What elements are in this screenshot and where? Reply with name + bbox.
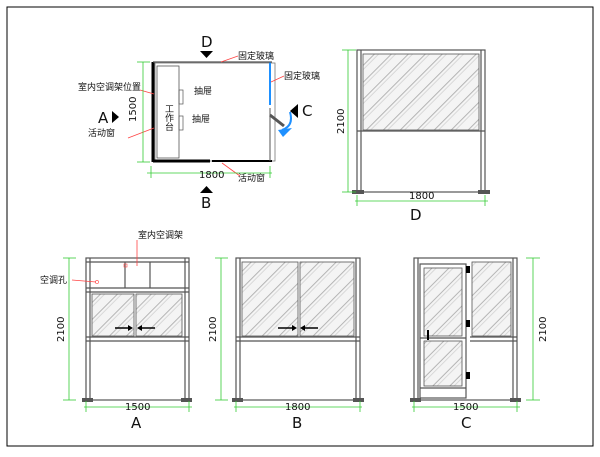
b-glass-r	[299, 261, 355, 337]
plan-door-swing	[281, 111, 292, 131]
leader-ac-hole	[71, 279, 97, 283]
b-outer-frame	[235, 257, 361, 401]
b-dim-height-text: 2100	[208, 317, 219, 342]
d-foot-l	[352, 190, 364, 194]
plan-workbench	[156, 65, 180, 159]
a-dim-width-text: 1500	[125, 402, 150, 413]
label-fixed-glass-2: 固定玻璃	[284, 70, 320, 82]
label-drawer-2: 抽屉	[192, 113, 210, 125]
view-marker-d: D	[201, 33, 213, 51]
sheet-border	[6, 6, 594, 447]
a-foot-l	[82, 398, 93, 402]
a-window-glass-l	[91, 293, 135, 337]
view-marker-c: C	[302, 102, 312, 120]
c-foot-l	[410, 398, 421, 402]
c-hinge-mid	[466, 320, 470, 327]
view-arrow-c	[290, 104, 298, 118]
label-drawer-1: 抽屉	[194, 85, 212, 97]
c-door-frame	[419, 263, 467, 399]
a-dim-height-text: 2100	[56, 317, 67, 342]
label-sliding-window-2: 活动窗	[238, 172, 265, 184]
c-dim-height-text: 2100	[538, 317, 549, 342]
a-foot-r	[181, 398, 192, 402]
c-title: C	[461, 414, 471, 432]
elevation-b: 1800 2100 B	[208, 257, 364, 432]
b-dim-width-text: 1800	[285, 402, 310, 413]
a-outer-frame	[85, 257, 190, 401]
c-dim-width-text: 1500	[453, 402, 478, 413]
label-ac-hole: 空调孔	[40, 274, 67, 286]
a-window-glass-r	[135, 293, 183, 337]
c-hinge-bottom	[466, 372, 470, 379]
a-ac-hole-marker	[95, 280, 99, 284]
view-marker-b: B	[201, 194, 211, 212]
leader-ac-position	[139, 89, 155, 95]
c-foot-r	[510, 398, 521, 402]
label-sliding-window-1: 活动窗	[88, 127, 115, 139]
d-dim-height-text: 2100	[336, 109, 347, 134]
label-fixed-glass-1: 固定玻璃	[238, 50, 274, 62]
elevation-a: 室内空调架 空调孔 1500 2100 A	[40, 229, 192, 432]
plan-view: 固定玻璃 固定玻璃 室内空调架位置 工作台 抽屉 抽屉 活动窗 活动窗 D A …	[78, 33, 320, 212]
d-dim-width-text: 1800	[409, 191, 434, 202]
plan-dim-depth-text: 1500	[128, 97, 139, 122]
d-glass-panel	[362, 53, 480, 131]
plan-door-leaf	[269, 113, 285, 128]
b-foot-r	[353, 398, 364, 402]
plan-drawer-1	[178, 89, 184, 105]
plan-dim-width-text: 1800	[199, 170, 224, 181]
a-slide-arrow-l	[128, 325, 133, 331]
view-arrow-a	[112, 111, 119, 123]
c-door-glass-top	[423, 267, 463, 337]
label-ac-position: 室内空调架位置	[78, 81, 141, 93]
label-workbench: 工作台	[163, 104, 174, 132]
leader-fixed-glass-2	[270, 75, 285, 83]
b-slide-arrow-r	[300, 325, 305, 331]
leader-sliding-window-2	[221, 162, 241, 177]
c-outer-frame	[413, 257, 518, 401]
d-title: D	[410, 206, 422, 224]
plan-drawer-2	[178, 115, 184, 131]
c-side-glass	[471, 261, 512, 337]
b-foot-l	[232, 398, 243, 402]
c-hinge-top	[466, 266, 470, 273]
a-title: A	[131, 414, 142, 432]
plan-door-arrow	[278, 128, 292, 137]
b-title: B	[292, 414, 302, 432]
elevation-d: 1800 2100 D	[336, 49, 490, 224]
leader-sliding-window-1	[127, 127, 155, 139]
b-glass-l	[241, 261, 299, 337]
b-slide-arrow-l	[292, 325, 297, 331]
elevation-c: 1500 2100 C	[410, 257, 549, 432]
view-arrow-b	[200, 186, 213, 193]
a-slide-arrow-r	[137, 325, 142, 331]
d-foot-r	[478, 190, 490, 194]
a-ac-marker	[123, 263, 128, 268]
view-marker-a: A	[98, 109, 109, 127]
label-ac-rack: 室内空调架	[138, 229, 183, 241]
c-door-glass-bottom	[423, 340, 463, 387]
view-arrow-d	[200, 51, 213, 58]
d-outer-frame	[356, 49, 486, 193]
plan-room-outline	[154, 62, 276, 162]
leader-fixed-glass-1	[220, 55, 239, 63]
